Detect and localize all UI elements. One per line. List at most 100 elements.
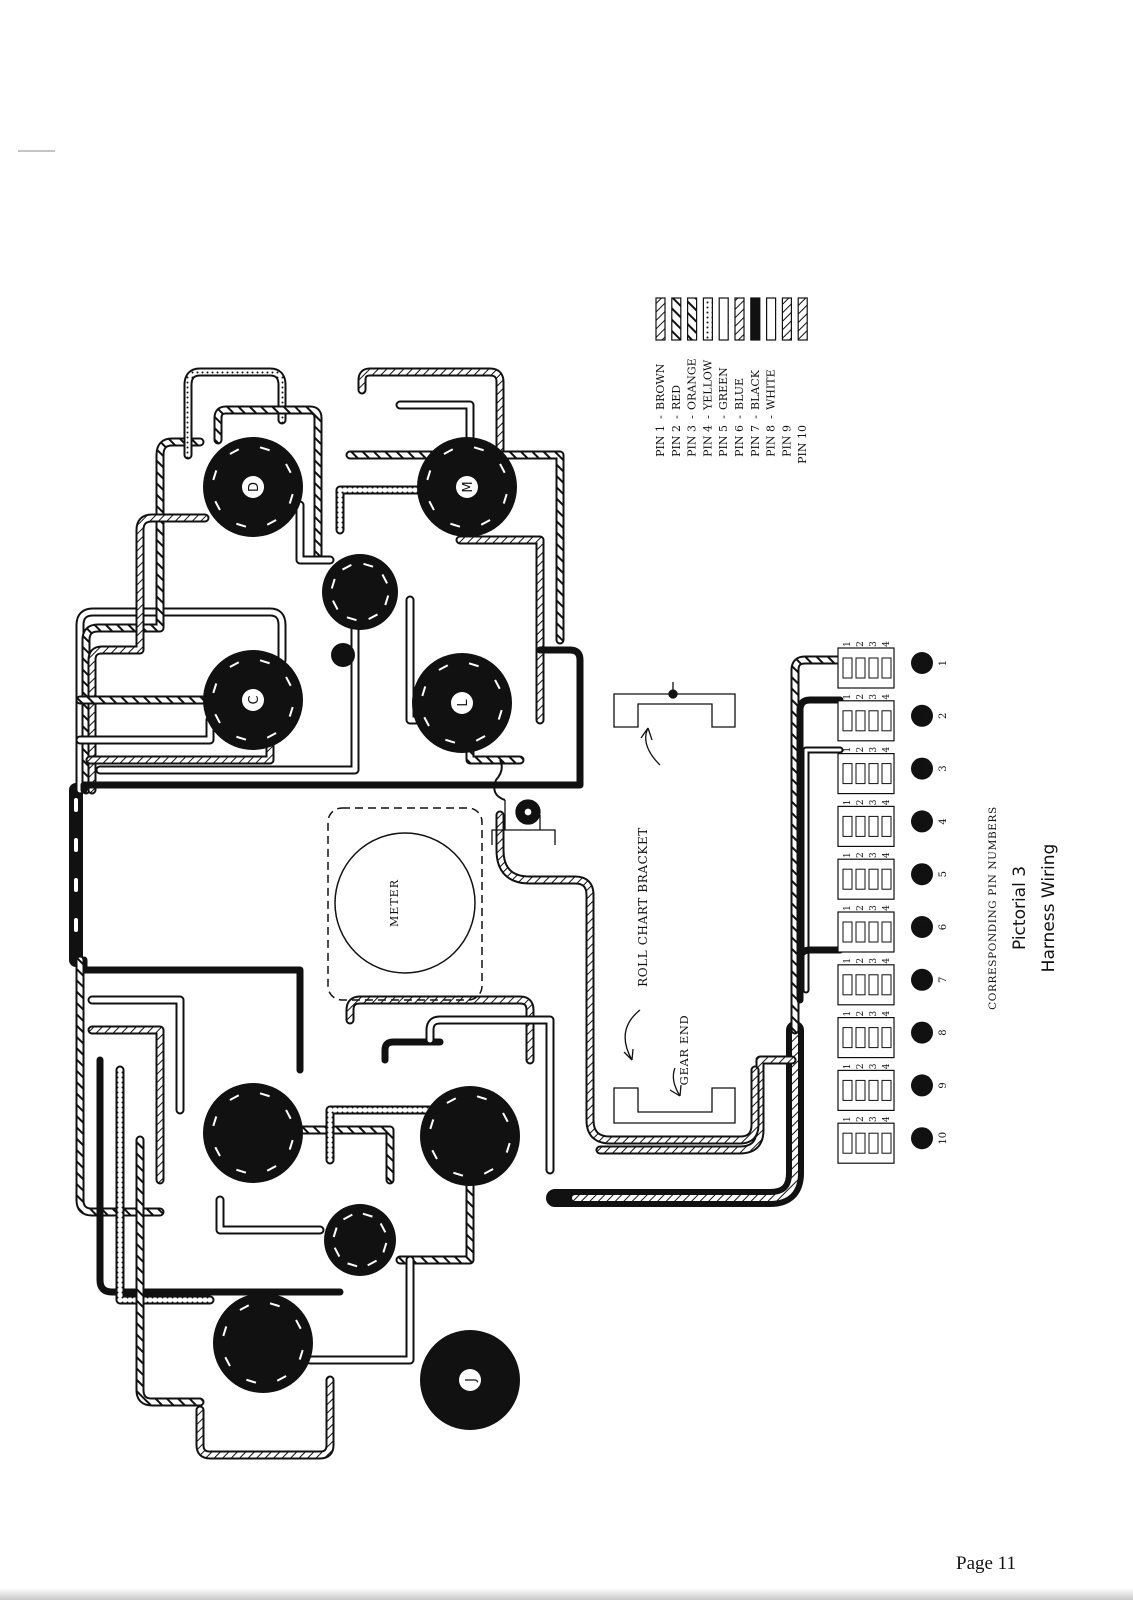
strip-terminal bbox=[842, 657, 853, 679]
legend-color-label: BROWN bbox=[654, 363, 667, 410]
legend-row: PIN 8-WHITE bbox=[765, 297, 778, 457]
wire bbox=[327, 1107, 443, 1163]
socket-label: B bbox=[246, 1128, 262, 1138]
strip-pin-number: 3 bbox=[869, 905, 879, 911]
strip-pin-number: 3 bbox=[869, 641, 879, 647]
pin-tick bbox=[229, 1094, 240, 1101]
socket-b: B bbox=[203, 1083, 303, 1183]
meter-outline: METER bbox=[327, 807, 483, 1001]
socket-a: A bbox=[213, 1293, 313, 1393]
gear-end-label: GEAR END bbox=[677, 1015, 691, 1086]
strip-terminal bbox=[855, 921, 866, 943]
pin-tick bbox=[480, 519, 491, 526]
legend-pin-label: PIN 10 bbox=[796, 425, 809, 464]
wire bbox=[215, 1195, 325, 1235]
legend-row: PIN 6-BLUE bbox=[733, 297, 746, 457]
pin-tick bbox=[494, 679, 501, 690]
wire bbox=[597, 1057, 795, 1153]
wire bbox=[297, 502, 333, 563]
legend-separator: - bbox=[654, 415, 667, 419]
strip-number: 4 bbox=[938, 818, 949, 824]
strip-terminal bbox=[881, 763, 892, 785]
strip-terminal bbox=[881, 868, 892, 890]
strip-number: 1 bbox=[938, 660, 949, 666]
pin-tick bbox=[342, 564, 352, 571]
strip-pin-number: 1 bbox=[843, 694, 853, 700]
strip-label: HH bbox=[918, 972, 928, 987]
socket-l: L bbox=[412, 653, 512, 753]
wire bbox=[87, 995, 185, 1115]
strip-terminal bbox=[868, 1132, 879, 1154]
wire bbox=[337, 487, 423, 533]
strip-terminal bbox=[881, 921, 892, 943]
legend-color-label: RED bbox=[670, 385, 683, 410]
strip-pin-number: 1 bbox=[843, 747, 853, 753]
pin-tick bbox=[367, 1259, 378, 1267]
strip-terminal bbox=[881, 1027, 892, 1049]
legend-pin-label: PIN 6 bbox=[733, 425, 746, 457]
wire bbox=[359, 369, 503, 453]
pin-tick bbox=[285, 463, 292, 474]
strip-terminal bbox=[855, 657, 866, 679]
strip-number: 3 bbox=[938, 765, 949, 771]
pin-tick bbox=[342, 1213, 353, 1221]
legend-separator: - bbox=[749, 415, 762, 419]
socket-label: G bbox=[336, 650, 350, 659]
pin-tick bbox=[229, 661, 240, 668]
strip-pin-number: 4 bbox=[882, 641, 892, 647]
strip-pin-number: 2 bbox=[856, 905, 866, 911]
legend-separator: - bbox=[670, 415, 683, 419]
strip-terminal bbox=[842, 868, 853, 890]
caption-line1: Pictorial 3 bbox=[1010, 866, 1030, 950]
strip-pin-number: 3 bbox=[869, 958, 879, 964]
pin-tick bbox=[330, 578, 336, 589]
wire-black bbox=[796, 946, 844, 974]
legend-color-label: BLACK bbox=[749, 369, 762, 410]
strip-terminal bbox=[868, 868, 879, 890]
strip-terminal bbox=[855, 1027, 866, 1049]
strip-pin-number: 3 bbox=[869, 1010, 879, 1016]
strip-label: GG bbox=[918, 1025, 928, 1040]
socket-g-marker: G bbox=[331, 643, 355, 667]
strip-label-badge bbox=[911, 863, 933, 886]
strip-label: NN bbox=[918, 708, 928, 723]
socket-k: K bbox=[420, 1086, 520, 1186]
legend-row: PIN 1-BROWN bbox=[654, 297, 667, 457]
strip-pin-number: 3 bbox=[869, 1116, 879, 1122]
wire bbox=[427, 1017, 553, 1173]
socket-m: M bbox=[417, 437, 517, 537]
pin-tick bbox=[288, 493, 294, 504]
wire bbox=[802, 746, 844, 994]
strip-pin-number: 2 bbox=[856, 800, 866, 806]
strip-terminal bbox=[842, 921, 853, 943]
strip-label: EE bbox=[918, 1132, 928, 1144]
strip-label-badge bbox=[911, 757, 933, 780]
legend-separator: - bbox=[686, 415, 699, 419]
strip-pin-number: 1 bbox=[843, 1064, 853, 1070]
legend-swatch bbox=[750, 297, 761, 341]
socket-label: K bbox=[463, 1131, 479, 1141]
legend-separator: - bbox=[765, 415, 778, 419]
socket-c: C bbox=[203, 650, 303, 750]
pin-tick bbox=[497, 709, 503, 720]
strip-label-badge bbox=[911, 1127, 933, 1150]
legend-swatch bbox=[702, 297, 714, 341]
strip-pin-number: 2 bbox=[856, 1064, 866, 1070]
wire bbox=[217, 1197, 323, 1233]
pin-tick bbox=[363, 562, 374, 568]
pin-tick bbox=[214, 713, 221, 724]
legend-color-label: GREEN bbox=[717, 367, 730, 410]
wire bbox=[83, 439, 203, 793]
strip-label: FF bbox=[918, 1079, 928, 1091]
strip-number: 5 bbox=[938, 871, 949, 877]
pin-tick bbox=[450, 522, 461, 528]
pin-tick bbox=[266, 519, 277, 526]
